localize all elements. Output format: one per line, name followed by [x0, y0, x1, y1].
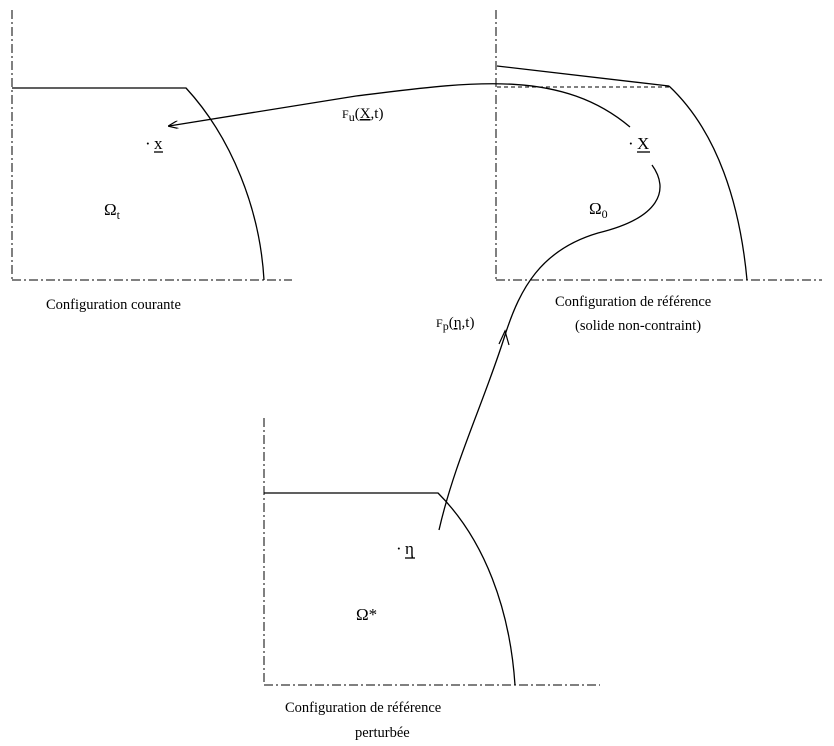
perturbed-point-label: η: [405, 539, 414, 558]
reference-point-label: X: [637, 134, 649, 153]
current-domain-label: Ωt: [104, 200, 121, 222]
perturbed-config-label-line2: perturbée: [355, 725, 410, 741]
map-u-label: Fu(X,t): [342, 106, 383, 124]
reference-config-label-line2: (solide non-contraint): [575, 318, 701, 334]
map-p-curve: [438, 164, 661, 531]
reference-top-boundary: [496, 65, 670, 87]
current-configuration: · x Ωt Configuration courante: [11, 10, 292, 313]
reference-point-dot: ·: [628, 134, 634, 153]
current-point-label: x: [154, 134, 163, 153]
current-point-dot: ·: [145, 134, 151, 153]
map-p-arrowhead: [498, 329, 510, 346]
perturbed-point-dot: ·: [396, 539, 402, 558]
reference-config-label-line1: Configuration de référence: [555, 294, 711, 310]
reference-boundary: [668, 85, 748, 281]
perturbed-config-label-line1: Configuration de référence: [285, 700, 441, 716]
perturbed-configuration: · η Ω* Configuration de référence pertur…: [263, 418, 600, 741]
perturbed-domain-label: Ω*: [356, 605, 377, 624]
current-boundary: [12, 87, 265, 281]
perturbed-boundary: [264, 492, 516, 686]
reference-configuration: · X Ω0 Configuration de référence (solid…: [495, 10, 822, 334]
map-p-label: Fp(η,t): [436, 315, 474, 333]
current-config-label: Configuration courante: [46, 297, 181, 313]
reference-domain-label: Ω0: [589, 199, 608, 221]
map-u-arrow: [169, 83, 631, 127]
